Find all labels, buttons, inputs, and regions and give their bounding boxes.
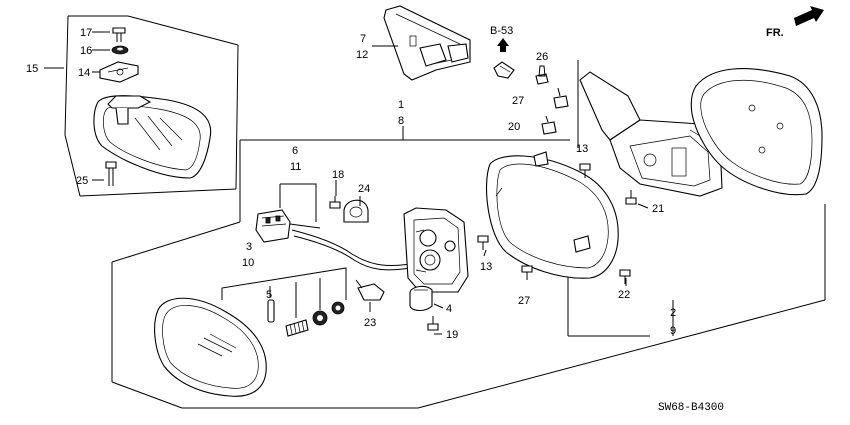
callout-10: 10 — [242, 257, 254, 269]
screw-18 — [112, 27, 126, 42]
diagram-code: SW68-B4300 — [658, 402, 724, 414]
screw-20 — [427, 316, 439, 331]
nut-5b — [331, 301, 345, 315]
cover-4 — [409, 285, 433, 312]
nut-5a — [312, 310, 328, 326]
mirror-holder-frame — [485, 151, 619, 279]
screw-22 — [625, 190, 637, 205]
connector-6-11 — [255, 209, 291, 243]
callout-2: 2 — [670, 307, 676, 319]
bracket-24 — [355, 279, 385, 301]
callout-14: 13 — [480, 261, 492, 273]
callout-17: 16 — [80, 45, 92, 57]
callout-5: 5 — [266, 289, 272, 301]
callout-1: 1 — [398, 99, 404, 111]
callout-26: 25 — [76, 175, 88, 187]
mirror-housing-cover — [690, 68, 823, 196]
callout-20: 19 — [446, 329, 458, 341]
inner-mirror-group-box — [64, 15, 239, 197]
screw-27a — [535, 65, 549, 85]
screw-27b — [553, 87, 569, 109]
bolt-26 — [105, 161, 117, 186]
bracket-lines-3-10 — [221, 267, 347, 318]
callout-6: 6 — [292, 145, 298, 157]
callout-12: 12 — [356, 49, 368, 61]
callout-25: 24 — [358, 183, 370, 195]
callout-labels: 17 16 14 15 25 7 12 1 8 6 11 18 24 3 10 … — [26, 25, 676, 341]
screw-21 — [541, 115, 557, 135]
leader-lines — [44, 31, 674, 336]
front-direction-arrow-icon — [794, 6, 824, 26]
callout-13b: 27 — [518, 295, 530, 307]
mirror-glass — [154, 297, 267, 397]
screw-23 — [619, 269, 631, 284]
pin-5 — [267, 299, 275, 323]
arrow-up-icon — [497, 38, 509, 52]
callout-27b: 27 — [512, 95, 524, 107]
callout-15: 14 — [78, 67, 90, 79]
callout-21: 20 — [508, 121, 520, 133]
washer-17 — [111, 45, 129, 55]
callout-19: 18 — [332, 169, 344, 181]
clip-b53 — [493, 61, 515, 79]
screw-13b — [521, 265, 533, 280]
callout-8: 8 — [398, 115, 404, 127]
spring-5 — [285, 319, 309, 337]
screw-14 — [477, 235, 489, 250]
callout-9: 9 — [670, 325, 676, 337]
inner-rearview-mirror — [93, 95, 212, 179]
screw-13a — [579, 163, 591, 178]
callout-24: 23 — [364, 317, 376, 329]
corner-garnish — [383, 5, 471, 81]
callout-b53: B-53 — [490, 25, 513, 37]
wire-harness — [289, 223, 411, 271]
mirror-actuator — [403, 207, 469, 293]
mirror-base-bracket — [579, 71, 723, 197]
callout-3: 3 — [246, 241, 252, 253]
clamp-25 — [343, 199, 369, 223]
callout-4: 4 — [446, 303, 452, 315]
mount-base-15 — [99, 61, 139, 83]
callout-18: 17 — [80, 27, 92, 39]
callout-7: 7 — [360, 33, 366, 45]
bracket-lines-6-11 — [279, 183, 317, 222]
callout-22: 21 — [652, 203, 664, 215]
callout-16: 15 — [26, 63, 38, 75]
front-direction-label: FR. — [766, 27, 784, 39]
callout-11: 11 — [290, 161, 301, 173]
callout-23: 22 — [618, 289, 630, 301]
screw-19 — [329, 196, 341, 209]
outer-mirror-group-box — [111, 60, 826, 409]
callout-13a: 13 — [576, 143, 588, 155]
callout-27a: 26 — [536, 51, 548, 63]
